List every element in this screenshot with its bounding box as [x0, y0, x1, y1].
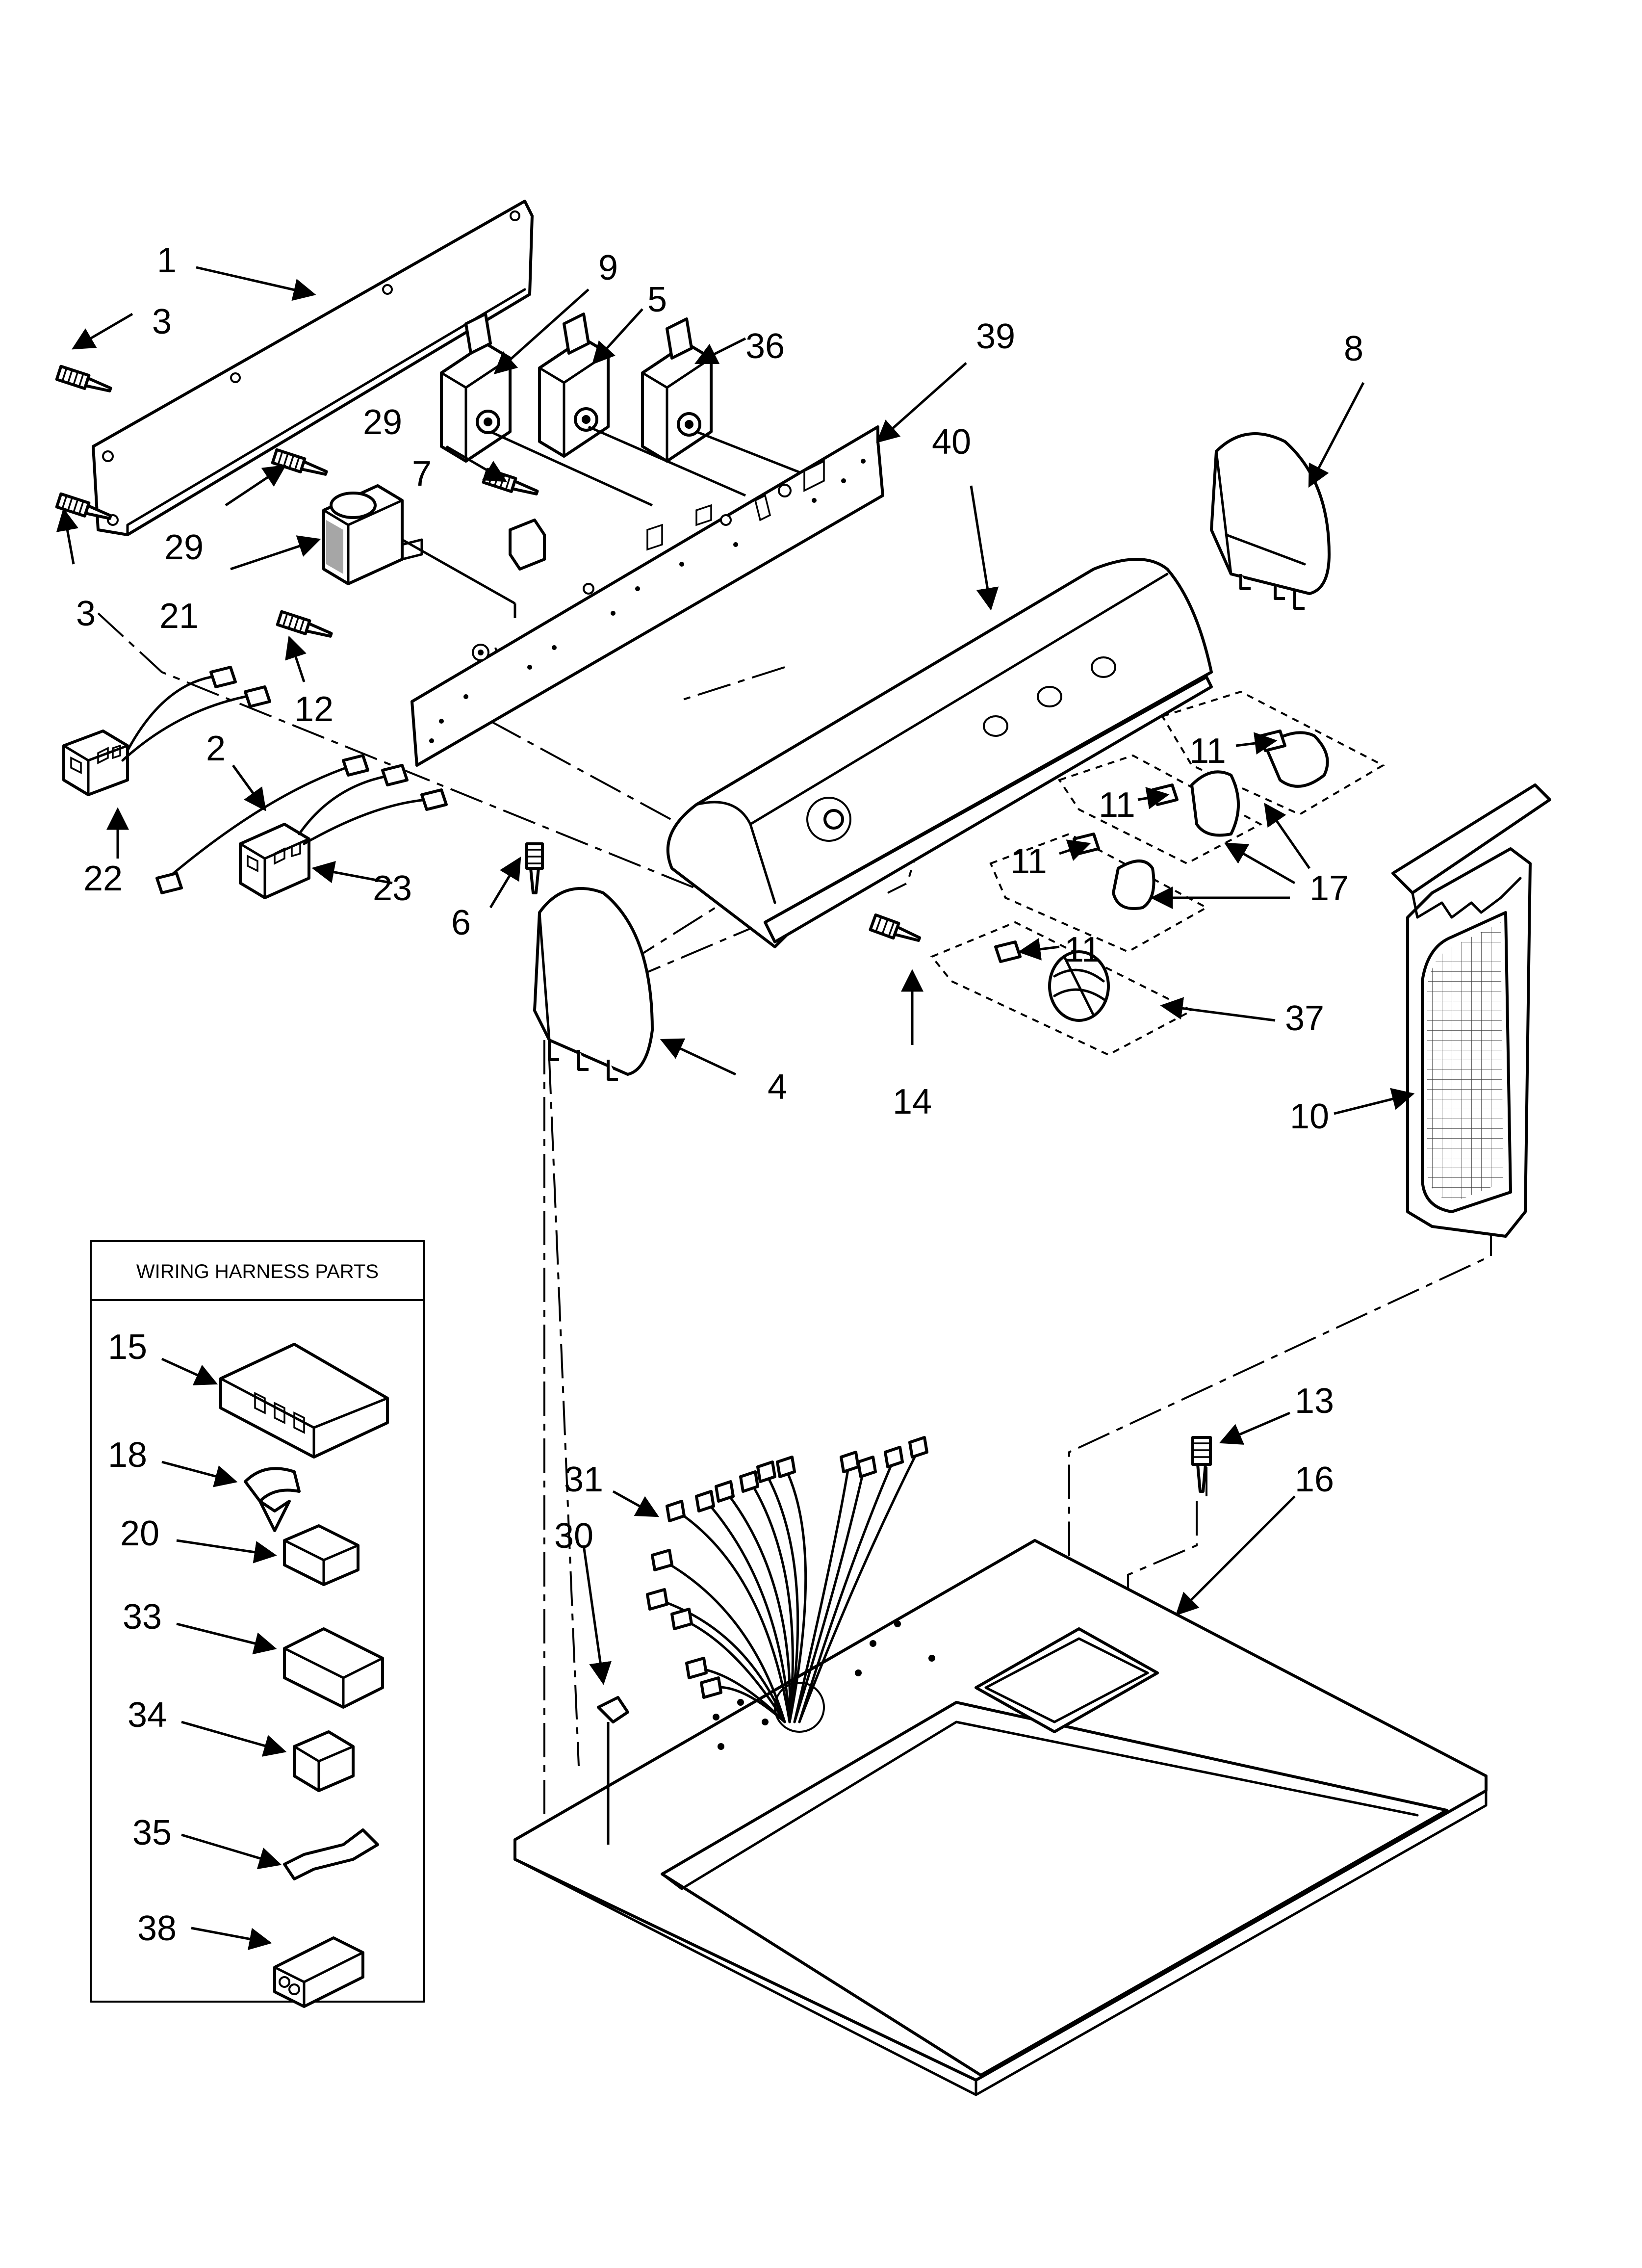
harness-label-34: 34	[128, 1695, 167, 1735]
callout-7: 7	[412, 454, 432, 494]
harness-labels: WIRING HARNESS PARTS 15 18 20 33 34 35 3…	[108, 1261, 379, 1948]
callout-21: 21	[159, 597, 199, 636]
harness-label-33: 33	[123, 1597, 162, 1637]
harness-title: WIRING HARNESS PARTS	[136, 1261, 379, 1282]
callout-12: 12	[294, 690, 334, 729]
callout-30: 30	[554, 1516, 593, 1556]
callout-3-top: 3	[152, 302, 172, 341]
callout-40: 40	[932, 422, 971, 462]
callout-3-bottom: 3	[76, 594, 96, 633]
callout-11-c: 11	[1010, 842, 1047, 881]
part-30-clip	[597, 1696, 629, 1845]
callout-37: 37	[1285, 999, 1324, 1038]
callout-29-mid: 29	[363, 403, 402, 442]
callout-11-a: 11	[1189, 731, 1226, 771]
callout-8: 8	[1344, 329, 1363, 368]
part-8-end-cap	[1210, 432, 1331, 610]
wiring-harness-parts-box	[90, 1240, 425, 2008]
harness-label-15: 15	[108, 1328, 147, 1367]
callout-13: 13	[1295, 1382, 1334, 1421]
part-1-back-plate	[92, 200, 534, 536]
harness-label-18: 18	[108, 1435, 147, 1475]
callout-23: 23	[373, 869, 412, 908]
callout-14: 14	[893, 1082, 932, 1121]
callout-9: 9	[598, 248, 618, 287]
callout-16: 16	[1295, 1460, 1334, 1499]
part-5-switch	[538, 313, 610, 458]
knob-37	[1048, 950, 1110, 1022]
part-10-lint-screen	[1391, 783, 1551, 1238]
callout-4: 4	[768, 1068, 787, 1107]
screws	[55, 365, 1212, 1493]
harness-2-22-23	[62, 666, 448, 899]
callout-11-d: 11	[1064, 930, 1101, 969]
harness-label-20: 20	[120, 1514, 159, 1553]
callout-36: 36	[745, 327, 785, 366]
part-4-end-cap	[533, 887, 654, 1081]
callout-29-left: 29	[164, 528, 204, 567]
callout-10: 10	[1290, 1097, 1329, 1136]
part-31-wires	[646, 1436, 928, 1723]
callout-17: 17	[1309, 869, 1349, 908]
callout-labels: 1 3 29 3 21 12 9 5 36 29 7 39 40 8 2 22 …	[76, 241, 1363, 1556]
callout-22: 22	[83, 859, 123, 898]
part-21-timer	[322, 484, 423, 585]
callout-11-b: 11	[1099, 785, 1135, 825]
callout-6: 6	[451, 903, 471, 942]
callout-5: 5	[647, 280, 667, 319]
callout-arrows	[56, 266, 1415, 1950]
part-36-switch	[641, 317, 713, 463]
harness-label-35: 35	[132, 1813, 172, 1852]
harness-label-38: 38	[137, 1909, 177, 1948]
callout-39: 39	[976, 317, 1015, 356]
callout-1: 1	[157, 241, 177, 280]
callout-31: 31	[564, 1460, 603, 1499]
part-40-console	[666, 558, 1213, 948]
callout-2: 2	[206, 729, 226, 768]
part-39-bracket	[410, 425, 884, 767]
part-16-top-panel	[513, 1539, 1488, 2096]
